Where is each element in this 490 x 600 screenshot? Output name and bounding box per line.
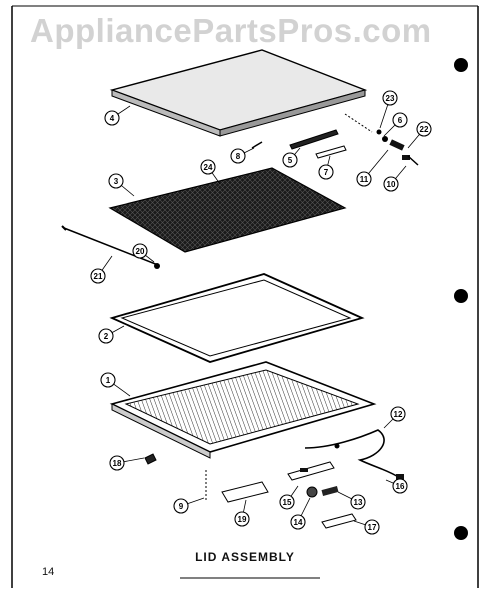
lid-gasket	[109, 273, 365, 363]
callout-number-14: 14	[294, 518, 303, 527]
callout-bubble-24	[200, 159, 216, 175]
callout-bubble-19	[234, 511, 250, 527]
callout-number-13: 13	[354, 498, 363, 507]
callout-13: 13	[337, 491, 366, 510]
clip-18	[144, 453, 157, 465]
callout-number-17: 17	[368, 523, 377, 532]
callout-12: 12	[383, 406, 406, 429]
callout-5: 5	[282, 147, 301, 168]
callout-15: 15	[279, 485, 299, 510]
page-number: 14	[42, 566, 55, 578]
callout-bubble-7	[318, 164, 334, 180]
callout-bubble-12	[390, 406, 406, 422]
callout-number-5: 5	[288, 156, 293, 165]
callout-8: 8	[230, 147, 255, 164]
callout-20: 20	[132, 243, 155, 263]
callout-number-7: 7	[324, 168, 329, 177]
callout-6: 6	[383, 112, 408, 137]
callout-4: 4	[104, 105, 131, 126]
callout-bubble-5	[282, 152, 298, 168]
callout-9: 9	[173, 497, 205, 514]
hinge-hardware	[344, 113, 419, 166]
callout-bubble-3	[108, 173, 124, 189]
binder-hole-middle	[454, 289, 468, 303]
callout-21: 21	[90, 255, 113, 284]
callout-14: 14	[290, 497, 311, 530]
callout-number-11: 11	[360, 175, 369, 184]
callout-17: 17	[353, 519, 380, 535]
binder-hole-top	[454, 58, 468, 72]
callout-number-19: 19	[238, 515, 247, 524]
callout-number-23: 23	[386, 94, 395, 103]
screw-8	[251, 141, 263, 149]
binder-holes	[454, 58, 468, 540]
callout-number-20: 20	[136, 247, 145, 256]
callout-bubble-17	[364, 519, 380, 535]
callout-1: 1	[100, 372, 131, 397]
wire-harness	[304, 429, 404, 480]
page-border	[11, 5, 479, 588]
inner-liner	[109, 361, 377, 459]
callout-bubble-23	[382, 90, 398, 106]
callout-2: 2	[98, 325, 125, 344]
callout-number-21: 21	[94, 272, 103, 281]
callout-number-24: 24	[204, 163, 213, 172]
callout-bubble-15	[279, 494, 295, 510]
callout-bubble-6	[392, 112, 408, 128]
callout-23: 23	[379, 90, 398, 129]
callout-24: 24	[200, 159, 221, 185]
callout-number-3: 3	[114, 177, 119, 186]
callout-bubble-4	[104, 110, 120, 126]
lamp-socket	[306, 486, 339, 498]
callout-16: 16	[385, 478, 408, 494]
callout-3: 3	[108, 173, 135, 197]
callout-bubble-2	[98, 328, 114, 344]
label-plate	[315, 145, 347, 159]
callout-number-6: 6	[398, 116, 403, 125]
label-17	[321, 513, 357, 529]
callout-bubble-8	[230, 148, 246, 164]
callout-bubble-16	[392, 478, 408, 494]
callout-number-16: 16	[396, 482, 405, 491]
callout-10: 10	[383, 165, 407, 192]
callout-bubble-9	[173, 498, 189, 514]
callout-19: 19	[234, 499, 250, 527]
callout-number-8: 8	[236, 152, 241, 161]
callout-7: 7	[318, 155, 334, 180]
callout-number-10: 10	[387, 180, 396, 189]
callout-number-15: 15	[283, 498, 292, 507]
callout-number-22: 22	[420, 125, 429, 134]
switch-bracket	[287, 461, 335, 481]
callout-22: 22	[407, 121, 432, 149]
callout-18: 18	[109, 455, 145, 471]
callout-number-2: 2	[104, 332, 109, 341]
callout-bubble-22	[416, 121, 432, 137]
callout-bubble-13	[350, 494, 366, 510]
callout-number-4: 4	[110, 114, 115, 123]
callout-bubble-11	[356, 171, 372, 187]
callout-bubble-1	[100, 372, 116, 388]
callout-bubble-10	[383, 176, 399, 192]
callout-number-18: 18	[113, 459, 122, 468]
callout-11: 11	[356, 149, 389, 187]
callout-bubble-14	[290, 514, 306, 530]
watermark: AppliancePartsPros.com	[30, 12, 432, 49]
callout-number-9: 9	[179, 502, 184, 511]
callout-number-12: 12	[394, 410, 403, 419]
callout-number-1: 1	[106, 376, 111, 385]
binder-hole-bottom	[454, 526, 468, 540]
callout-bubble-18	[109, 455, 125, 471]
handle-strip	[289, 129, 339, 150]
diagram-caption: LID ASSEMBLY	[195, 550, 295, 564]
callout-bubble-20	[132, 243, 148, 259]
callout-bubble-21	[90, 268, 106, 284]
light-shield	[221, 481, 269, 503]
hinge-rod	[61, 225, 160, 269]
insulation-panel	[108, 167, 347, 253]
lid-top-panel	[109, 49, 368, 137]
